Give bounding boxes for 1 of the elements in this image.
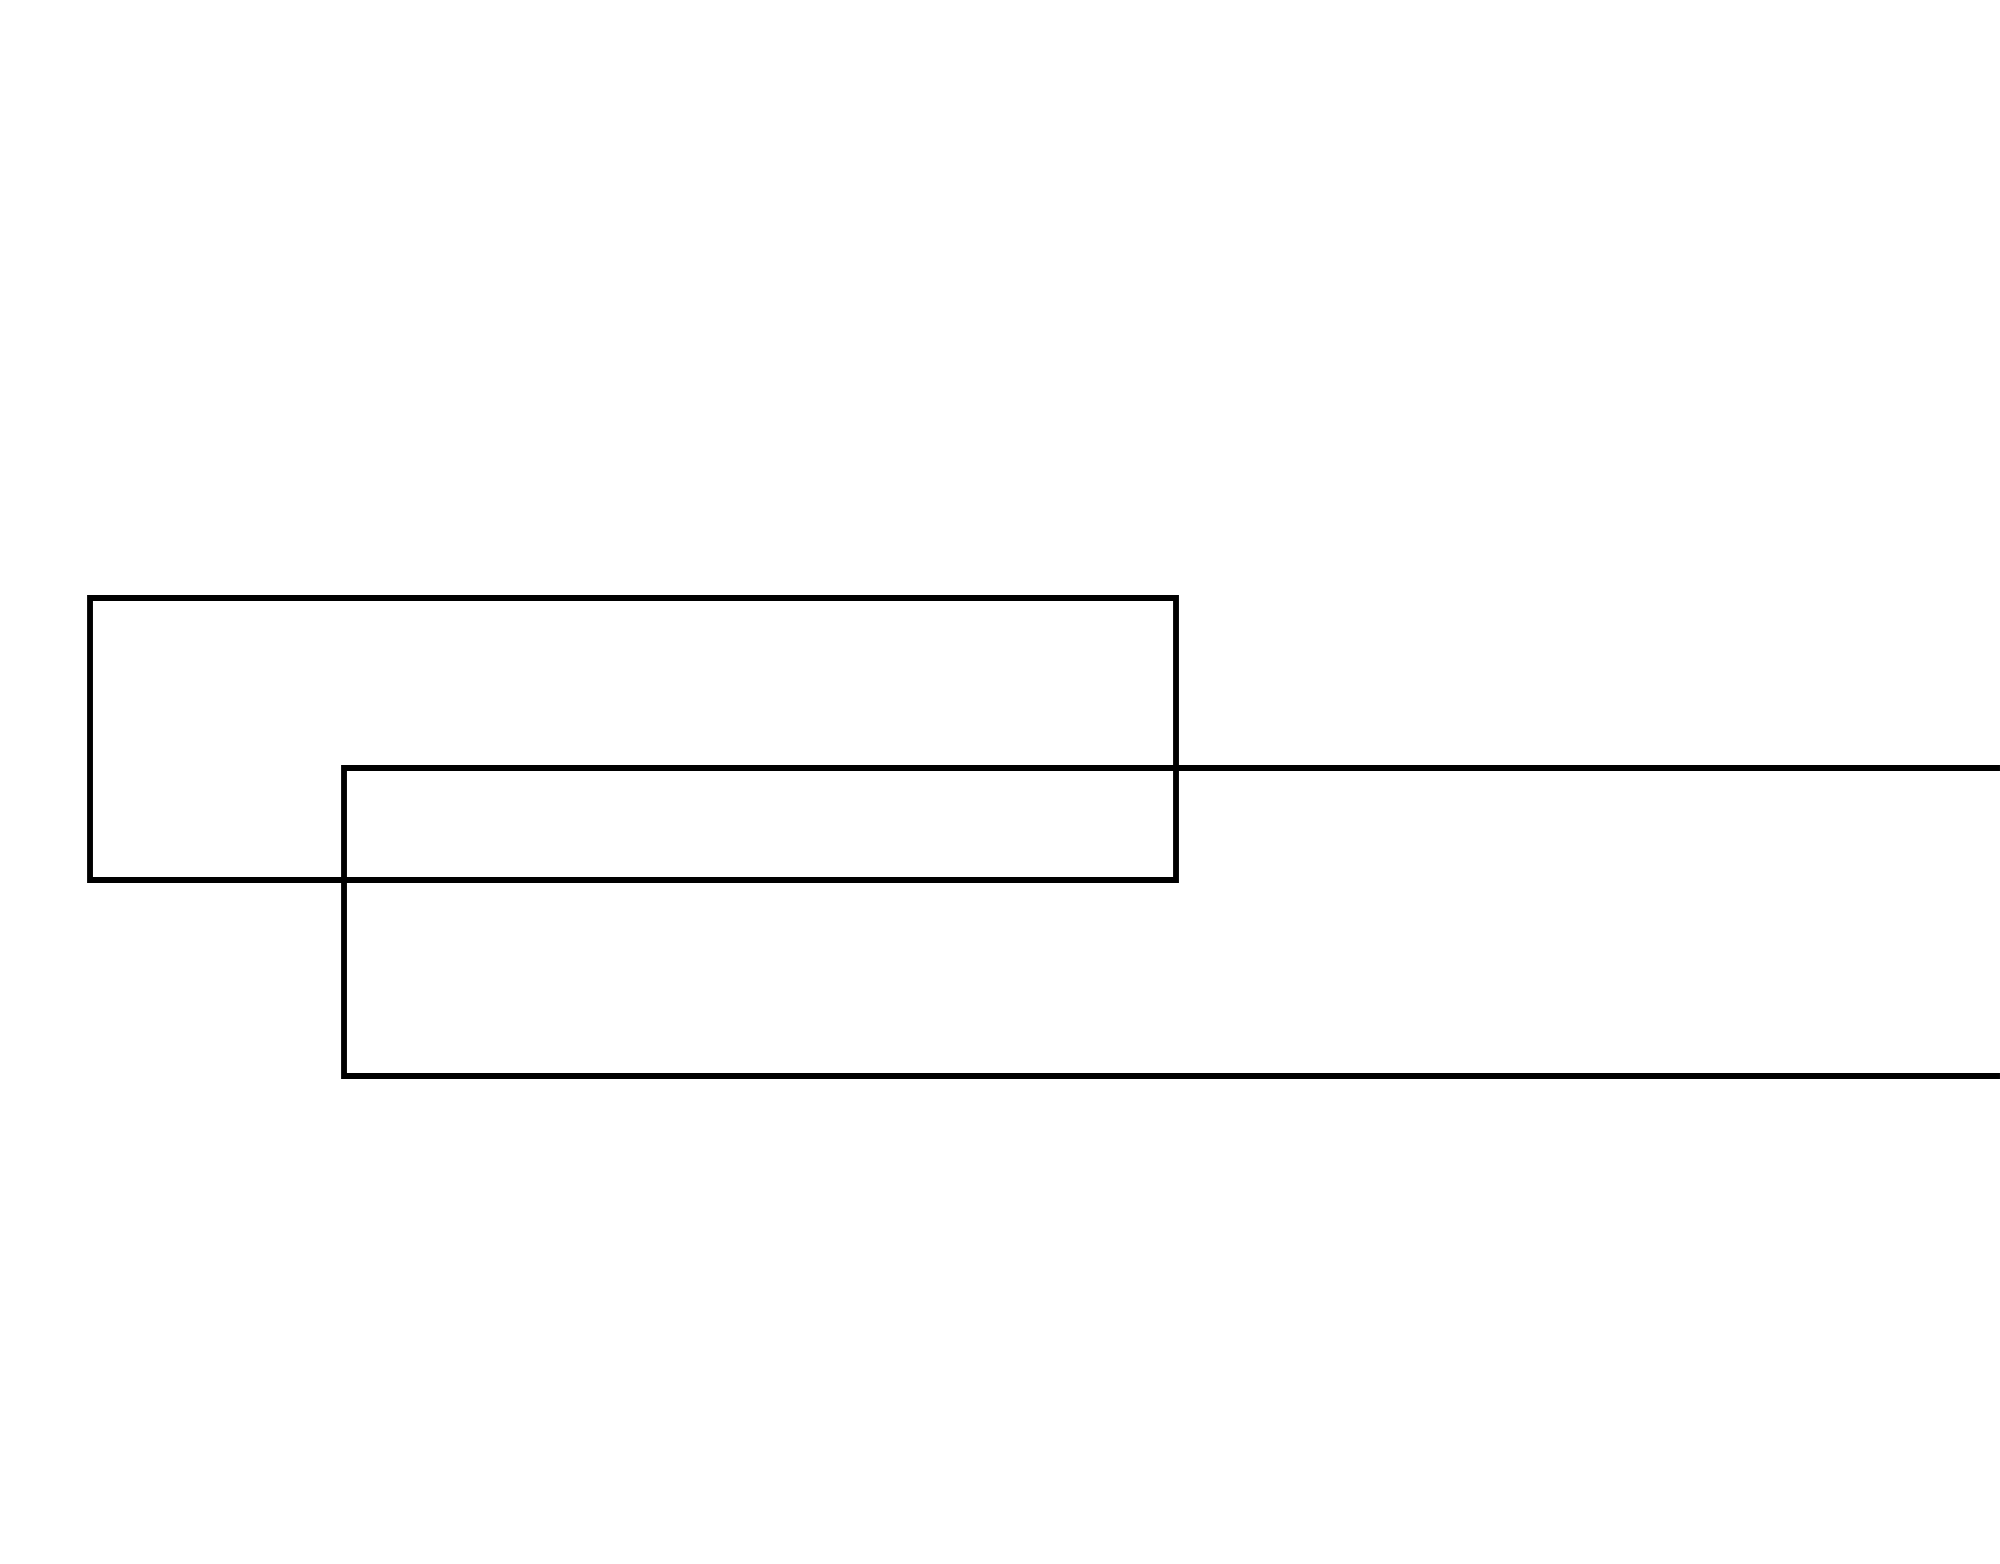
- rectangle-box: [87, 595, 1179, 883]
